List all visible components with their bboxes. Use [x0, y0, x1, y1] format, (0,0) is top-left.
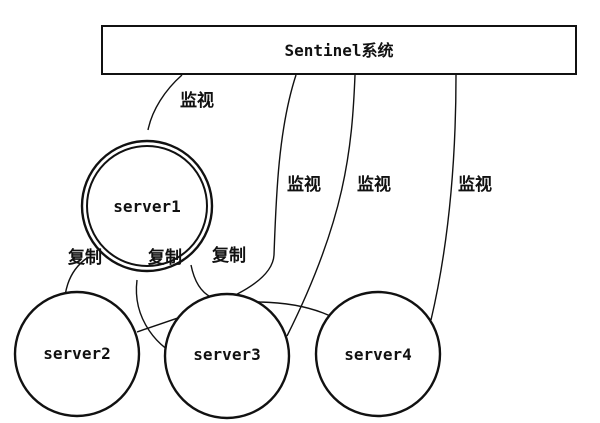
- server3-label: server3: [193, 345, 260, 364]
- server4-node: server4: [314, 290, 442, 418]
- server1-label: server1: [113, 197, 180, 216]
- server1-node: server1: [80, 139, 214, 273]
- server3-node: server3: [163, 292, 291, 420]
- monitor-line-server4: [430, 74, 457, 321]
- monitor-label-server4: 监视: [458, 174, 492, 195]
- monitor-line-server3: [286, 74, 356, 337]
- server2-node: server2: [13, 290, 141, 418]
- replicate-label-server4: 复制: [211, 245, 246, 266]
- monitor-line-server1: [147, 74, 183, 131]
- server2-label: server2: [43, 344, 110, 363]
- replicate-label-server2: 复制: [67, 247, 102, 268]
- monitor-label-server3: 监视: [357, 174, 391, 195]
- sentinel-system-box: [101, 25, 577, 75]
- server4-label: server4: [344, 345, 411, 364]
- monitor-label-server2: 监视: [287, 174, 321, 195]
- replicate-label-server3: 复制: [147, 247, 182, 268]
- monitor-label-server1: 监视: [180, 90, 214, 111]
- sentinel-system-label: Sentinel系统: [284, 41, 393, 60]
